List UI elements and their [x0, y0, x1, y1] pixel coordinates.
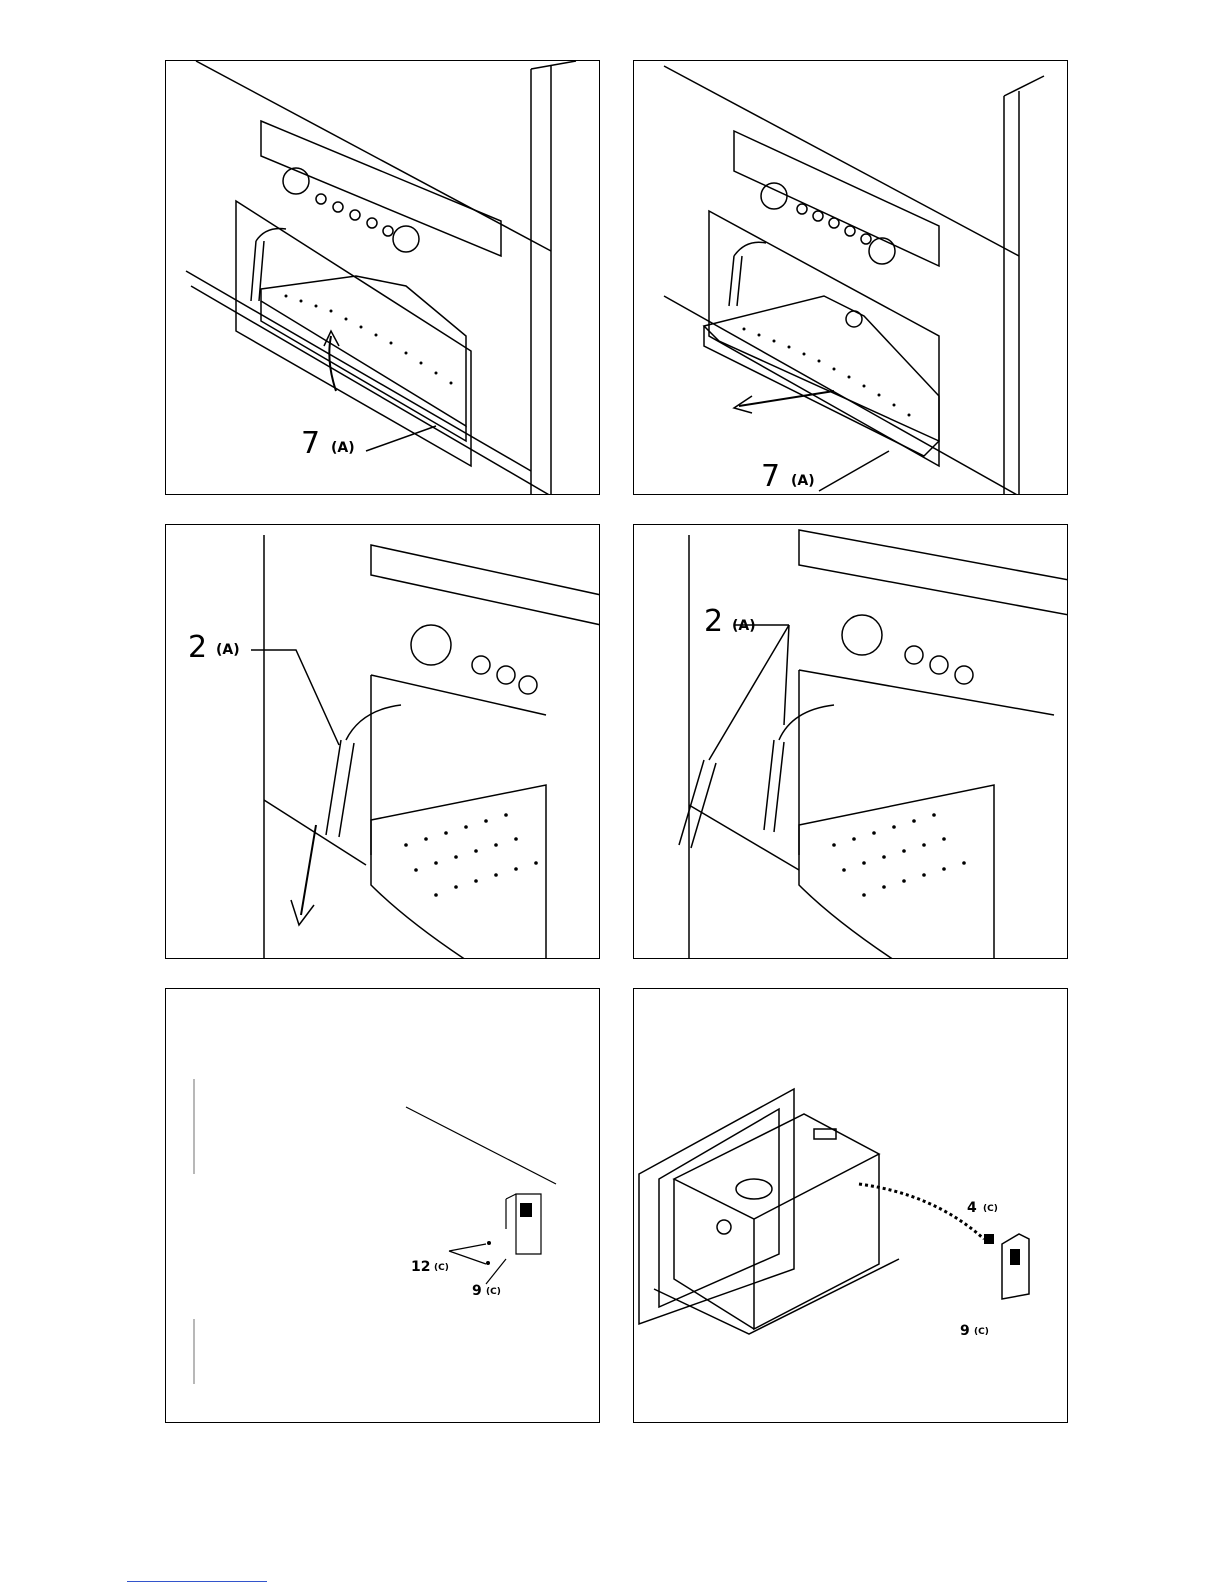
part-ref-c: (C)	[486, 1288, 501, 1297]
part-number-9: 9	[472, 1284, 482, 1298]
figure-bracket-fix: 12 (C) 9 (C)	[165, 988, 600, 1423]
machine-drawing-1	[166, 61, 600, 495]
part-number-4: 4	[967, 1201, 977, 1215]
footer-link-underline	[127, 1581, 267, 1582]
part-number-7: 7	[761, 462, 780, 492]
figure-nozzle-removed: 2 (A)	[633, 524, 1068, 959]
part-ref-a: (A)	[331, 441, 355, 455]
part-ref-c: (C)	[974, 1328, 989, 1337]
part-ref-a: (A)	[791, 474, 815, 488]
figure-drip-tray-lift: 7 (A)	[165, 60, 600, 495]
part-number-2: 2	[704, 607, 723, 637]
figure-drip-tray-pull: 7 (A)	[633, 60, 1068, 495]
figure-cable-connect: 4 (C) 9 (C)	[633, 988, 1068, 1423]
machine-drawing-3	[166, 525, 600, 959]
part-ref-c: (C)	[983, 1205, 998, 1214]
part-ref-c: (C)	[434, 1264, 449, 1273]
part-ref-a: (A)	[732, 619, 756, 633]
part-number-2: 2	[188, 633, 207, 663]
part-ref-a: (A)	[216, 643, 240, 657]
part-number-7: 7	[301, 429, 320, 459]
cabinet-drawing-5	[166, 989, 600, 1423]
part-number-12: 12	[411, 1260, 430, 1274]
cabinet-drawing-6	[634, 989, 1068, 1423]
machine-drawing-4	[634, 525, 1068, 959]
figure-nozzle-remove: 2 (A)	[165, 524, 600, 959]
part-number-9: 9	[960, 1324, 970, 1338]
machine-drawing-2	[634, 61, 1068, 495]
